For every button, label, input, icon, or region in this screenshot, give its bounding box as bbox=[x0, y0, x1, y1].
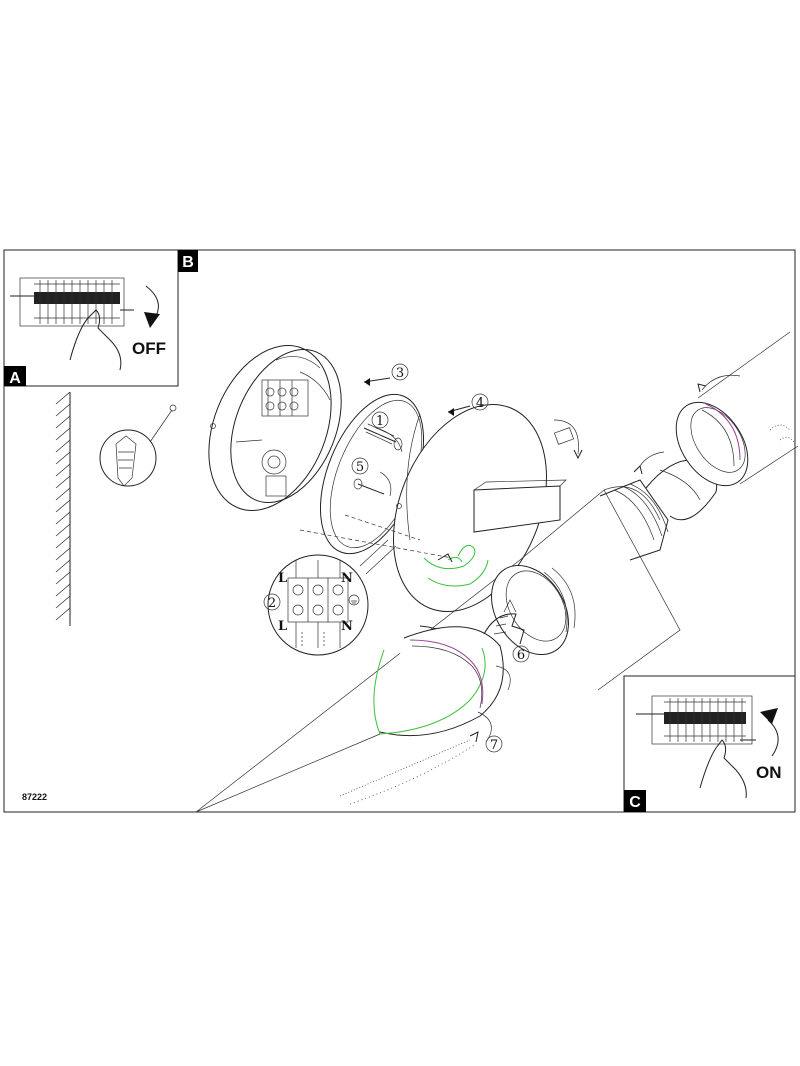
panel-b-letter: B bbox=[182, 254, 194, 271]
step-marker-5: 5 bbox=[351, 457, 369, 475]
lamp-housing bbox=[195, 479, 681, 813]
panel-b-border bbox=[3, 249, 179, 387]
terminal-label-n-bottom: N bbox=[341, 619, 353, 634]
panel-c-letter: C bbox=[629, 794, 641, 811]
svg-text:5: 5 bbox=[356, 460, 364, 475]
switch-off-label: OFF bbox=[132, 339, 166, 358]
breaker-strip-off bbox=[10, 277, 134, 327]
svg-text:3: 3 bbox=[396, 366, 404, 381]
panel-b-switch-off: B OFF bbox=[3, 249, 198, 387]
panel-c-label-box bbox=[624, 790, 646, 812]
panel-c-switch-on: C ON bbox=[623, 675, 796, 813]
hand-icon bbox=[69, 309, 122, 371]
panel-a-letter: A bbox=[9, 370, 21, 387]
step-marker-6: 6 bbox=[512, 645, 530, 663]
switch-on-label: ON bbox=[756, 763, 782, 782]
diagram-frame bbox=[3, 249, 796, 813]
top-lamp bbox=[675, 331, 799, 487]
wall-plug-detail bbox=[99, 404, 177, 487]
mounting-base bbox=[208, 345, 342, 511]
green-wires bbox=[423, 544, 489, 587]
breaker-strip-on bbox=[636, 695, 756, 745]
svg-text:7: 7 bbox=[490, 738, 498, 753]
rotate-arrow-icon bbox=[767, 719, 779, 757]
step-marker-7: 7 bbox=[485, 735, 503, 753]
terminal-label-l-bottom: L bbox=[278, 619, 287, 634]
svg-text:6: 6 bbox=[517, 648, 525, 663]
model-number: 87222 bbox=[22, 792, 47, 802]
set-screw bbox=[553, 419, 583, 460]
wall-section bbox=[55, 391, 71, 626]
step-marker-3: 3 bbox=[363, 363, 409, 386]
panel-c-border bbox=[623, 675, 796, 813]
rotate-arrow-icon bbox=[145, 285, 159, 317]
terminal-label-l-top: L bbox=[278, 571, 287, 586]
panel-b-label-box bbox=[178, 250, 198, 272]
svg-text:1: 1 bbox=[376, 414, 384, 429]
svg-text:2: 2 bbox=[268, 596, 276, 611]
dashed-guides bbox=[299, 514, 453, 563]
arrow-head-icon bbox=[144, 312, 160, 328]
panel-a-label-box bbox=[4, 366, 26, 386]
candle-bulb bbox=[195, 599, 525, 813]
hand-icon bbox=[699, 739, 747, 799]
step-markers: 1 2 3 4 5 6 7 bbox=[263, 363, 530, 753]
terminal-label-n-top: N bbox=[341, 571, 353, 586]
svg-text:4: 4 bbox=[476, 396, 484, 411]
step-marker-4: 4 bbox=[447, 393, 489, 416]
terminal-detail: L N L N bbox=[267, 539, 397, 656]
step-marker-2: 2 bbox=[263, 593, 281, 611]
arrow-head-icon bbox=[760, 708, 778, 724]
cover-plate bbox=[393, 403, 567, 613]
step-marker-1: 1 bbox=[371, 411, 389, 429]
